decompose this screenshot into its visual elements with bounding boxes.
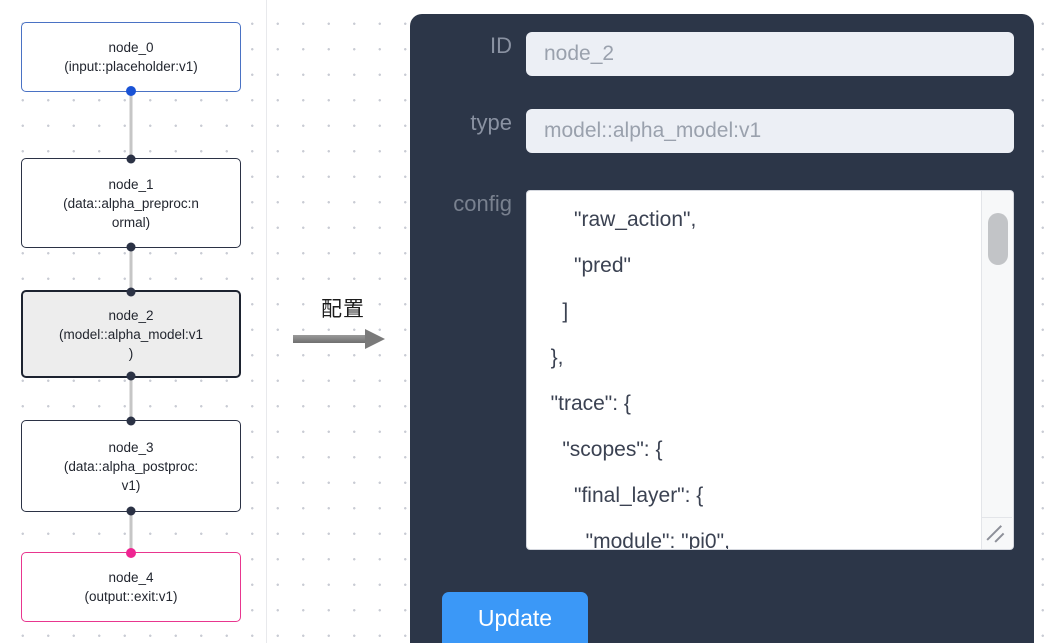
node-handle-target[interactable] [126, 548, 136, 558]
config-textarea[interactable]: "raw_action", "pred" ] }, "trace": { "sc… [526, 190, 1014, 550]
type-field-label: type [470, 110, 512, 135]
config-textarea-content[interactable]: "raw_action", "pred" ] }, "trace": { "sc… [550, 208, 730, 549]
edge-node2-node3 [129, 378, 133, 420]
edge-node3-node4 [129, 512, 133, 552]
node-handle-target[interactable] [126, 154, 136, 164]
field-row-config: config "raw_action", "pred" ] }, "trace"… [410, 190, 1014, 550]
graph-node-label: node_4 (output::exit:v1) [84, 570, 178, 604]
node-handle-target[interactable] [126, 287, 136, 297]
node-handle-source[interactable] [126, 371, 136, 381]
graph-node-label: node_1 (data::alpha_preproc:n ormal) [63, 176, 199, 230]
node-config-panel: ID node_2 type model::alpha_model:v1 con… [410, 14, 1034, 643]
config-field-label: config [453, 191, 512, 216]
transition-annotation: 配置 [293, 296, 393, 352]
canvas-divider [266, 0, 267, 643]
graph-node-node_0[interactable]: node_0 (input::placeholder:v1) [21, 22, 241, 96]
graph-node-node_1[interactable]: node_1 (data::alpha_preproc:n ormal) [21, 154, 241, 252]
graph-node-label: node_2 (model::alpha_model:v1 ) [58, 307, 204, 361]
update-button[interactable]: Update [442, 592, 588, 643]
arrow-shaft [293, 335, 368, 343]
vertical-scrollbar[interactable] [981, 191, 1013, 549]
edge-node1-node2 [129, 248, 133, 290]
arrow-head [365, 329, 385, 349]
right-arrow-icon [293, 326, 393, 352]
graph-node-label: node_0 (input::placeholder:v1) [64, 40, 198, 74]
transition-label: 配置 [321, 297, 365, 321]
edge-node0-node1 [129, 92, 133, 158]
type-input[interactable]: model::alpha_model:v1 [526, 109, 1014, 153]
id-field-label: ID [490, 33, 512, 58]
graph-node-node_2[interactable]: node_2 (model::alpha_model:v1 ) [21, 287, 241, 381]
graph-node-node_4[interactable]: node_4 (output::exit:v1) [21, 548, 241, 622]
resize-grip-icon[interactable] [982, 517, 1012, 548]
node-handle-source[interactable] [126, 506, 136, 516]
field-row-type: type model::alpha_model:v1 [410, 109, 1014, 153]
scrollbar-thumb[interactable] [988, 213, 1008, 265]
node-handle-target[interactable] [126, 416, 136, 426]
node-handle-source[interactable] [126, 86, 136, 96]
node-handle-source[interactable] [126, 242, 136, 252]
field-row-id: ID node_2 [410, 32, 1014, 76]
graph-node-label: node_3 (data::alpha_postproc: v1) [63, 439, 199, 493]
id-input[interactable]: node_2 [526, 32, 1014, 76]
graph-node-node_3[interactable]: node_3 (data::alpha_postproc: v1) [21, 416, 241, 516]
